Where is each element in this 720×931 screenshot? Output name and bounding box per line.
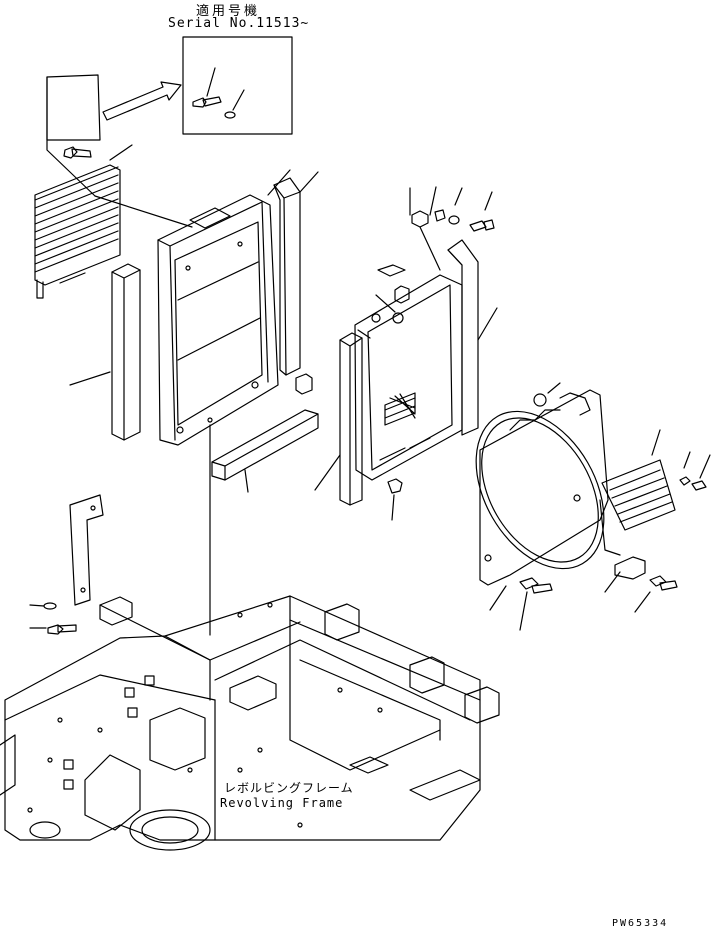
radiator-guard-frame	[157, 169, 291, 446]
fan-shroud	[475, 382, 621, 611]
revolving-frame-label-en: Revolving Frame	[220, 796, 344, 810]
oil-cooler	[34, 144, 193, 299]
radiator	[354, 186, 463, 481]
center-seal-column	[273, 171, 319, 395]
fan-guard	[601, 429, 711, 531]
right-seal-column	[447, 239, 498, 436]
hardware-stack	[411, 187, 495, 271]
drain-cock	[387, 478, 403, 521]
serial-heading-jp: 適用号機	[196, 4, 261, 19]
serial-heading-en: Serial No.11513~	[168, 16, 310, 31]
clamp-and-bolts	[519, 556, 678, 631]
left-seal-column	[69, 263, 141, 441]
mount-bracket	[29, 494, 104, 635]
serial-detail-box	[182, 36, 293, 135]
front-seal-column	[314, 332, 363, 506]
drawing-code: PW65334	[612, 918, 669, 929]
revolving-frame	[0, 595, 500, 851]
bottom-seal-bar	[211, 409, 319, 493]
detail-arrow	[102, 81, 182, 121]
bolt-callout-box	[46, 74, 101, 197]
revolving-frame-label-jp: レボルビングフレーム	[224, 781, 354, 795]
